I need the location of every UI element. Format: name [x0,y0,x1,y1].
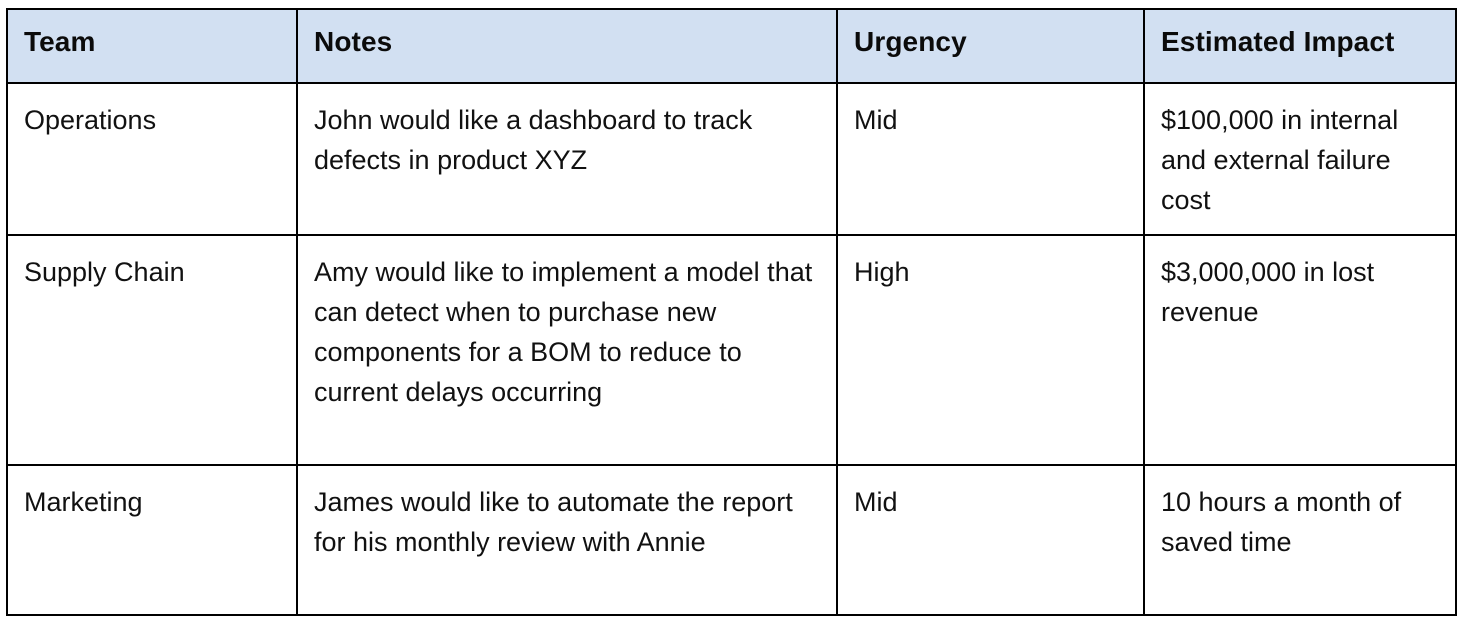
cell-impact-text: 10 hours a month of saved time [1161,487,1402,557]
column-header-notes[interactable]: Notes [296,8,838,84]
table-row: Operations John would like a dashboard t… [6,82,1457,236]
column-header-team[interactable]: Team [6,8,298,84]
table-container: Team Notes Urgency Estimated Impact [6,8,1457,616]
cell-notes: Amy would like to implement a model that… [296,234,838,466]
table-body: Operations John would like a dashboard t… [6,82,1457,616]
column-header-notes-label: Notes [314,26,393,57]
cell-urgency: Mid [836,464,1145,616]
cell-team: Marketing [6,464,298,616]
table-row: Marketing James would like to automate t… [6,464,1457,616]
requests-table: Team Notes Urgency Estimated Impact [6,8,1457,616]
cell-team-text: Supply Chain [24,257,185,287]
cell-impact-text: $100,000 in internal and external failur… [1161,105,1399,215]
cell-team-text: Marketing [24,487,143,517]
cell-urgency-text: Mid [854,105,898,135]
cell-notes: James would like to automate the report … [296,464,838,616]
column-header-urgency[interactable]: Urgency [836,8,1145,84]
table-header-row: Team Notes Urgency Estimated Impact [6,8,1457,84]
cell-team: Supply Chain [6,234,298,466]
cell-notes-text: James would like to automate the report … [314,487,793,557]
column-header-impact-label: Estimated Impact [1161,26,1395,57]
column-header-team-label: Team [24,26,96,57]
table-row: Supply Chain Amy would like to implement… [6,234,1457,466]
table-header: Team Notes Urgency Estimated Impact [6,8,1457,84]
cell-impact: $100,000 in internal and external failur… [1143,82,1457,236]
column-header-impact[interactable]: Estimated Impact [1143,8,1457,84]
cell-notes: John would like a dashboard to track def… [296,82,838,236]
cell-impact: $3,000,000 in lost revenue [1143,234,1457,466]
cell-urgency-text: High [854,257,910,287]
cell-urgency-text: Mid [854,487,898,517]
column-header-urgency-label: Urgency [854,26,967,57]
cell-notes-text: John would like a dashboard to track def… [314,105,753,175]
cell-notes-text: Amy would like to implement a model that… [314,257,813,407]
cell-urgency: High [836,234,1145,466]
cell-impact: 10 hours a month of saved time [1143,464,1457,616]
cell-team-text: Operations [24,105,157,135]
cell-impact-text: $3,000,000 in lost revenue [1161,257,1375,327]
cell-team: Operations [6,82,298,236]
cell-urgency: Mid [836,82,1145,236]
